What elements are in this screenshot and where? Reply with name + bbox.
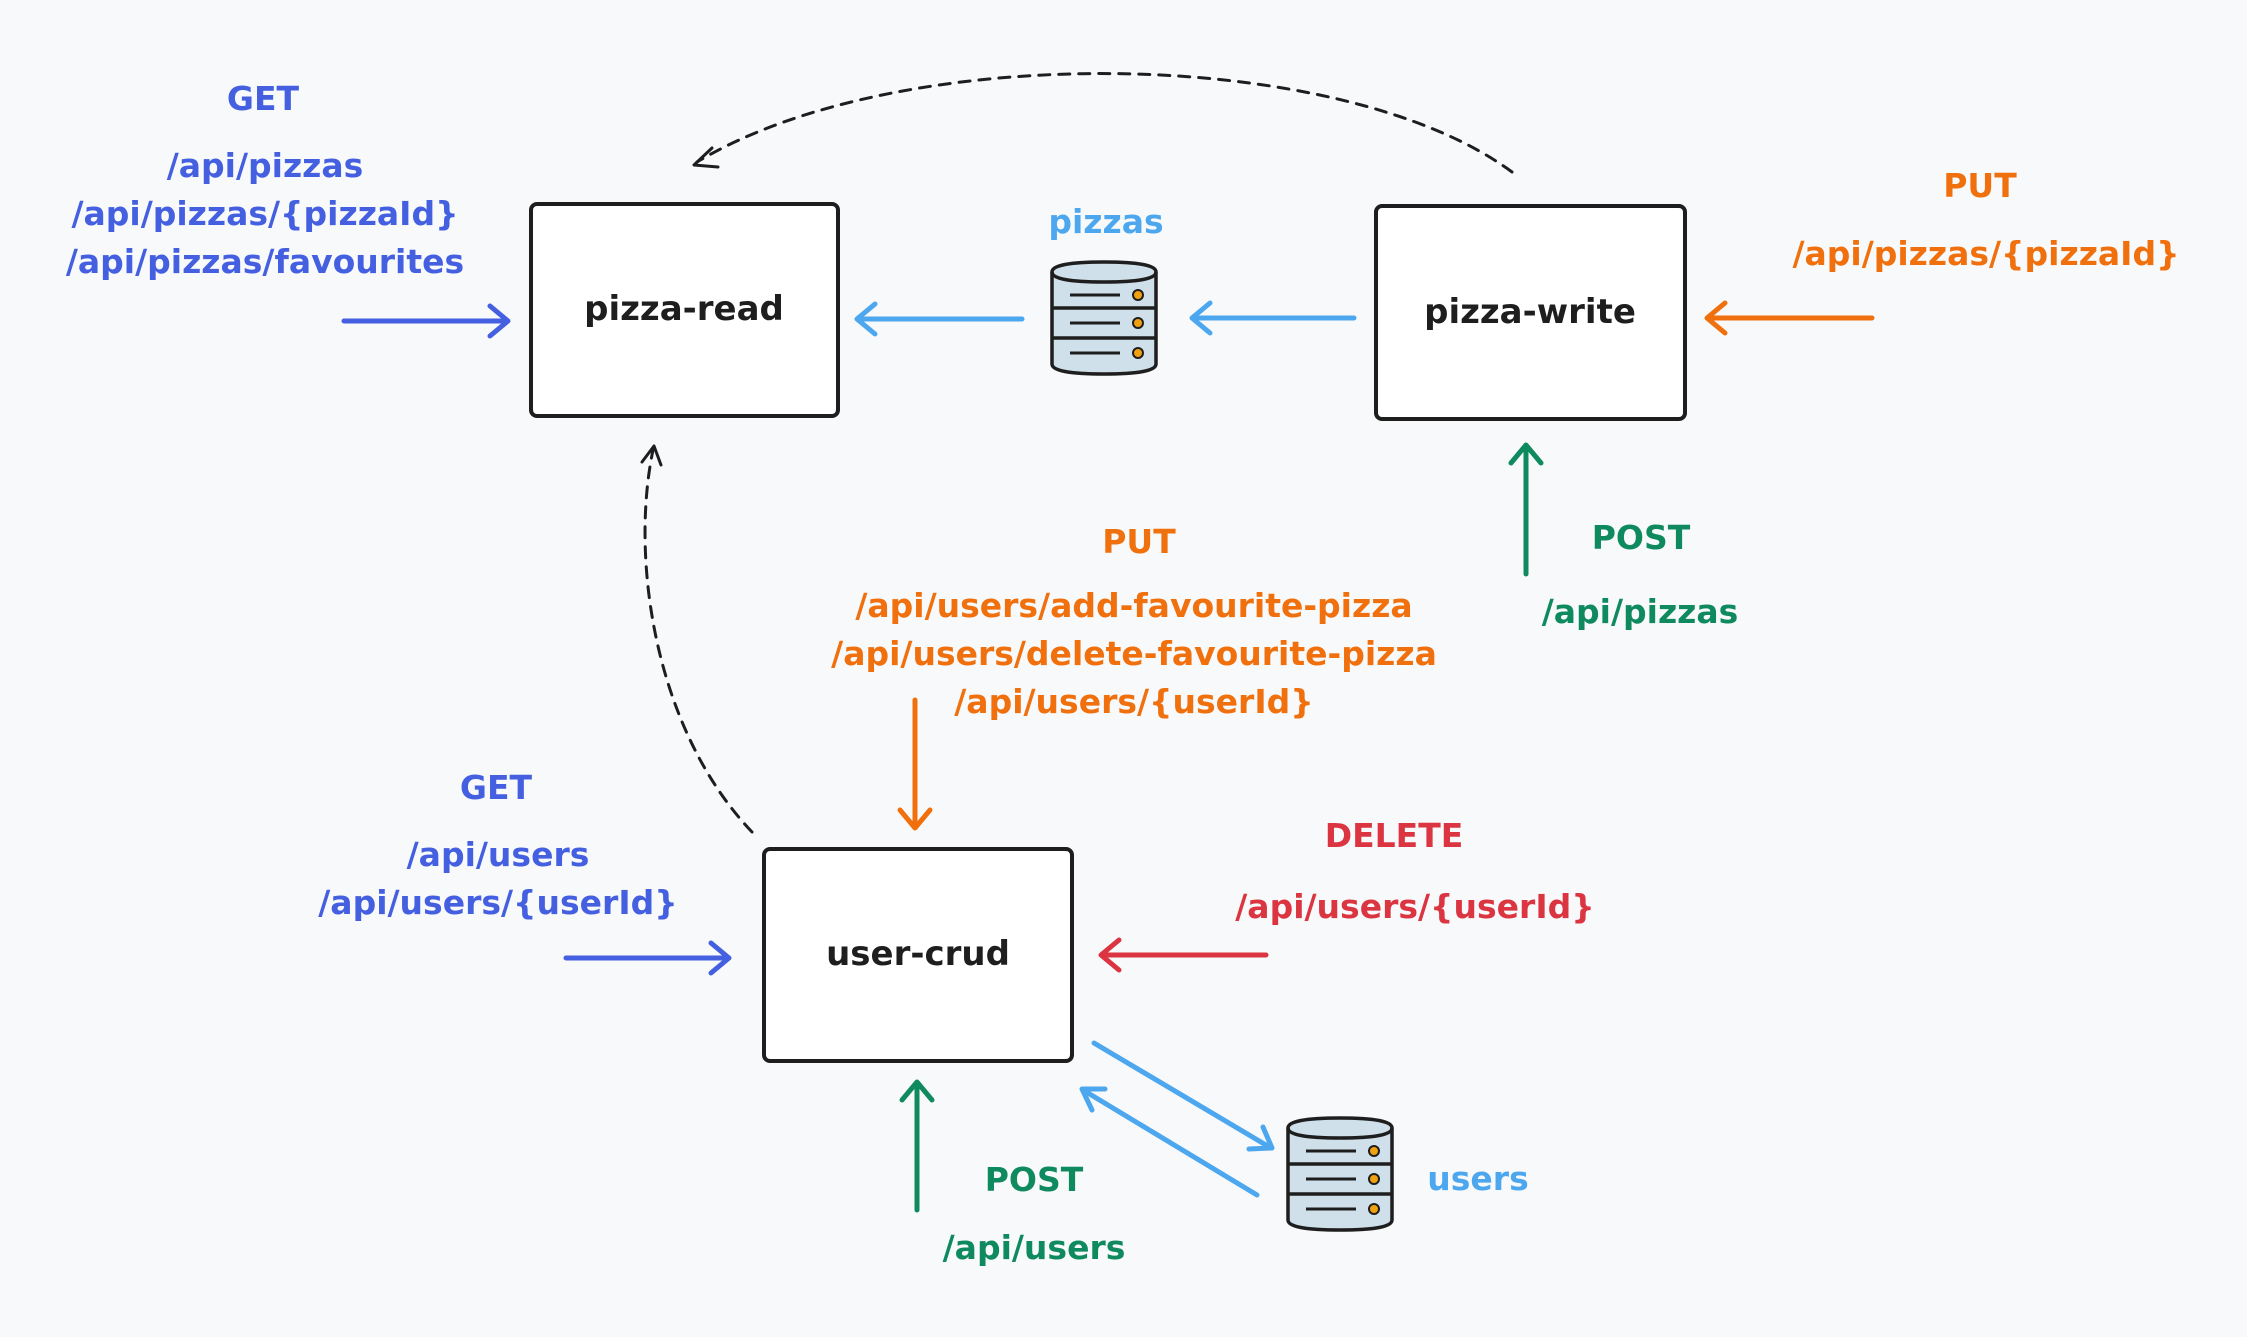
endpoint-path: /api/users/delete-favourite-pizza [831, 634, 1437, 673]
endpoint-path: /api/pizzas/{pizzaId} [71, 194, 458, 233]
pizza-write-put-endpoints: PUT /api/pizzas/{pizzaId} [1792, 166, 2179, 273]
endpoint-path: /api/users/{userId} [954, 682, 1313, 721]
arrow-pizza-write-to-pizzas-db [1189, 300, 1357, 336]
arrow-put-user-crud [897, 697, 933, 831]
http-method-label: PUT [1943, 166, 2017, 205]
http-method-label: GET [227, 79, 300, 118]
endpoint-path: /api/users/{userId} [1235, 887, 1594, 926]
pizza-read-box [529, 202, 840, 418]
endpoint-path: /api/users [407, 835, 590, 874]
users-database-icon [1286, 1116, 1394, 1232]
pizza-write-label: pizza-write [1424, 292, 1636, 332]
endpoint-path: /api/users/add-favourite-pizza [855, 586, 1412, 625]
arrow-users-db-to-user-crud [1079, 1086, 1260, 1198]
endpoint-path: /api/users [943, 1228, 1126, 1267]
endpoint-path: /api/pizzas [1542, 592, 1739, 631]
http-method-label: POST [985, 1160, 1084, 1199]
user-crud-get-endpoints: GET /api/users /api/users/{userId} [318, 768, 677, 922]
http-method-label: POST [1592, 518, 1691, 557]
pizza-read-get-endpoints: GET /api/pizzas /api/pizzas/{pizzaId} /a… [66, 79, 464, 281]
endpoint-path: /api/pizzas/favourites [66, 242, 464, 281]
endpoint-path: /api/pizzas/{pizzaId} [1792, 234, 2179, 273]
pizzas-database-label: pizzas [1048, 202, 1163, 241]
pizza-write-post-endpoints: POST /api/pizzas [1542, 518, 1739, 631]
dashed-arrow-user-crud-to-pizza-read [640, 444, 754, 834]
arrow-delete-user-crud [1098, 937, 1269, 973]
user-crud-delete-endpoints: DELETE /api/users/{userId} [1235, 816, 1594, 926]
arrow-put-pizza-write [1704, 300, 1875, 336]
arrow-pizzas-db-to-pizza-read [854, 301, 1025, 337]
endpoint-path: /api/pizzas [167, 146, 364, 185]
pizza-read-service: pizza-read [529, 202, 840, 418]
endpoint-path: /api/users/{userId} [318, 883, 677, 922]
pizza-read-label: pizza-read [584, 289, 784, 329]
arrow-get-user-crud [563, 940, 732, 976]
arrow-post-pizza-write [1508, 442, 1544, 577]
http-method-label: DELETE [1325, 816, 1464, 855]
arrow-user-crud-to-users-db [1091, 1040, 1275, 1152]
users-database-label: users [1427, 1159, 1528, 1198]
user-crud-box [762, 847, 1074, 1063]
user-crud-service: user-crud [762, 847, 1074, 1063]
http-method-label: PUT [1102, 522, 1176, 561]
user-crud-put-endpoints: PUT /api/users/add-favourite-pizza /api/… [831, 522, 1437, 721]
pizza-write-box [1374, 204, 1687, 421]
pizzas-database-icon [1050, 260, 1158, 376]
dashed-arrow-pizza-write-to-pizza-read [692, 72, 1514, 174]
arrow-post-user-crud [899, 1079, 935, 1213]
http-method-label: GET [460, 768, 533, 807]
user-crud-label: user-crud [826, 934, 1010, 974]
user-crud-post-endpoints: POST /api/users [943, 1160, 1126, 1267]
arrow-get-pizza-read [341, 303, 511, 339]
pizza-write-service: pizza-write [1374, 204, 1687, 421]
